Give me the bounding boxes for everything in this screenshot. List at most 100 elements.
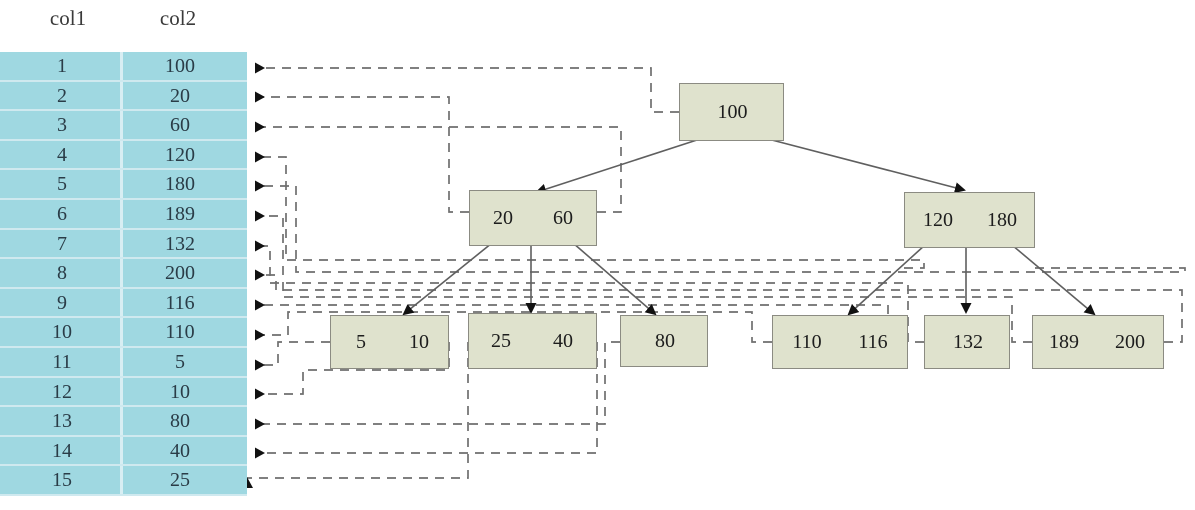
cell-col2: 60 [170, 114, 190, 137]
tree-node-internal-right[interactable]: 120 180 [904, 192, 1035, 248]
node-key: 60 [553, 206, 573, 229]
cell-col1: 7 [57, 232, 67, 255]
table-row[interactable]: 6 189 [0, 200, 247, 230]
column-divider [120, 377, 123, 408]
table-row[interactable]: 1 100 [0, 52, 247, 82]
row-divider [0, 464, 247, 467]
column-divider [120, 259, 123, 289]
node-key: 25 [491, 329, 511, 352]
cell-col2: 110 [165, 321, 195, 344]
pointer-110-row10 [255, 311, 772, 343]
cell-col2: 120 [165, 143, 195, 166]
edge-intl-c3 [572, 242, 657, 316]
row-divider [0, 79, 247, 82]
column-divider [120, 170, 123, 200]
column-divider [120, 318, 123, 348]
column-divider [120, 229, 123, 260]
cell-col2: 25 [170, 469, 190, 492]
edge-intl-c1 [402, 242, 493, 316]
edge-root-left [535, 138, 701, 195]
cell-col1: 1 [57, 55, 67, 77]
cell-col1: 2 [57, 84, 67, 107]
table-row[interactable]: 8 200 [0, 259, 247, 289]
row-divider [0, 138, 247, 141]
node-key: 116 [858, 330, 888, 353]
node-key: 80 [655, 329, 675, 352]
node-key: 132 [953, 330, 983, 353]
node-key: 120 [923, 208, 953, 231]
pointer-25-row15 [241, 342, 469, 488]
tree-node-leaf-5[interactable]: 132 [924, 315, 1010, 369]
cell-col2: 5 [175, 351, 185, 373]
table-row[interactable]: 10 110 [0, 318, 247, 348]
pointer-5-row11 [255, 341, 330, 371]
cell-col1: 9 [57, 291, 67, 314]
tree-node-leaf-1[interactable]: 5 10 [330, 315, 449, 369]
tree-node-leaf-3[interactable]: 80 [620, 315, 708, 367]
cell-col2: 100 [165, 55, 195, 77]
cell-col1: 15 [52, 469, 72, 492]
column-divider [120, 140, 123, 171]
tree-node-leaf-6[interactable]: 189 200 [1032, 315, 1164, 369]
row-divider [0, 493, 247, 496]
edge-intr-c3 [1011, 244, 1096, 316]
row-divider [0, 286, 247, 289]
cell-col1: 13 [52, 410, 72, 433]
cell-col2: 200 [165, 262, 195, 285]
column-divider [120, 407, 123, 437]
node-key: 200 [1115, 330, 1145, 353]
cell-col2: 189 [165, 203, 195, 225]
column-divider [120, 436, 123, 467]
tree-node-internal-left[interactable]: 20 60 [469, 190, 597, 246]
cell-col1: 8 [57, 262, 67, 285]
row-divider [0, 257, 247, 260]
cell-col1: 10 [52, 321, 72, 344]
pointer-root-row1 [255, 62, 679, 113]
row-divider [0, 434, 247, 437]
node-key: 40 [553, 329, 573, 352]
row-divider [0, 109, 247, 112]
edge-intr-c1 [847, 244, 926, 316]
column-divider [120, 348, 123, 378]
pointer-132-row7 [255, 240, 924, 343]
node-key: 20 [493, 206, 513, 229]
table-row[interactable]: 7 132 [0, 229, 247, 260]
cell-col2: 40 [170, 439, 190, 462]
table-header: col1 col2 [0, 0, 247, 46]
cell-col2: 132 [165, 232, 195, 255]
pointer-80-row13 [255, 341, 620, 430]
tree-node-leaf-2[interactable]: 25 40 [468, 313, 597, 369]
column-header-col1: col1 [49, 6, 87, 30]
table-row[interactable]: 12 10 [0, 377, 247, 408]
row-divider [0, 405, 247, 408]
column-divider [120, 200, 123, 230]
column-divider [120, 288, 123, 319]
row-divider [0, 345, 247, 348]
table-row[interactable]: 2 20 [0, 81, 247, 112]
cell-col2: 10 [170, 380, 190, 403]
column-divider [120, 466, 123, 496]
cell-col1: 5 [57, 173, 67, 196]
column-divider [120, 111, 123, 141]
cell-col2: 20 [170, 84, 190, 107]
cell-col1: 12 [52, 380, 72, 403]
cell-col1: 6 [57, 203, 67, 225]
tree-node-root[interactable]: 100 [679, 83, 784, 141]
tree-node-leaf-4[interactable]: 110 116 [772, 315, 908, 369]
node-key: 100 [717, 100, 748, 123]
node-key: 110 [792, 330, 822, 353]
edge-root-right [767, 138, 966, 194]
pointer-120-row4 [255, 151, 925, 269]
column-header-col2: col2 [159, 6, 197, 30]
